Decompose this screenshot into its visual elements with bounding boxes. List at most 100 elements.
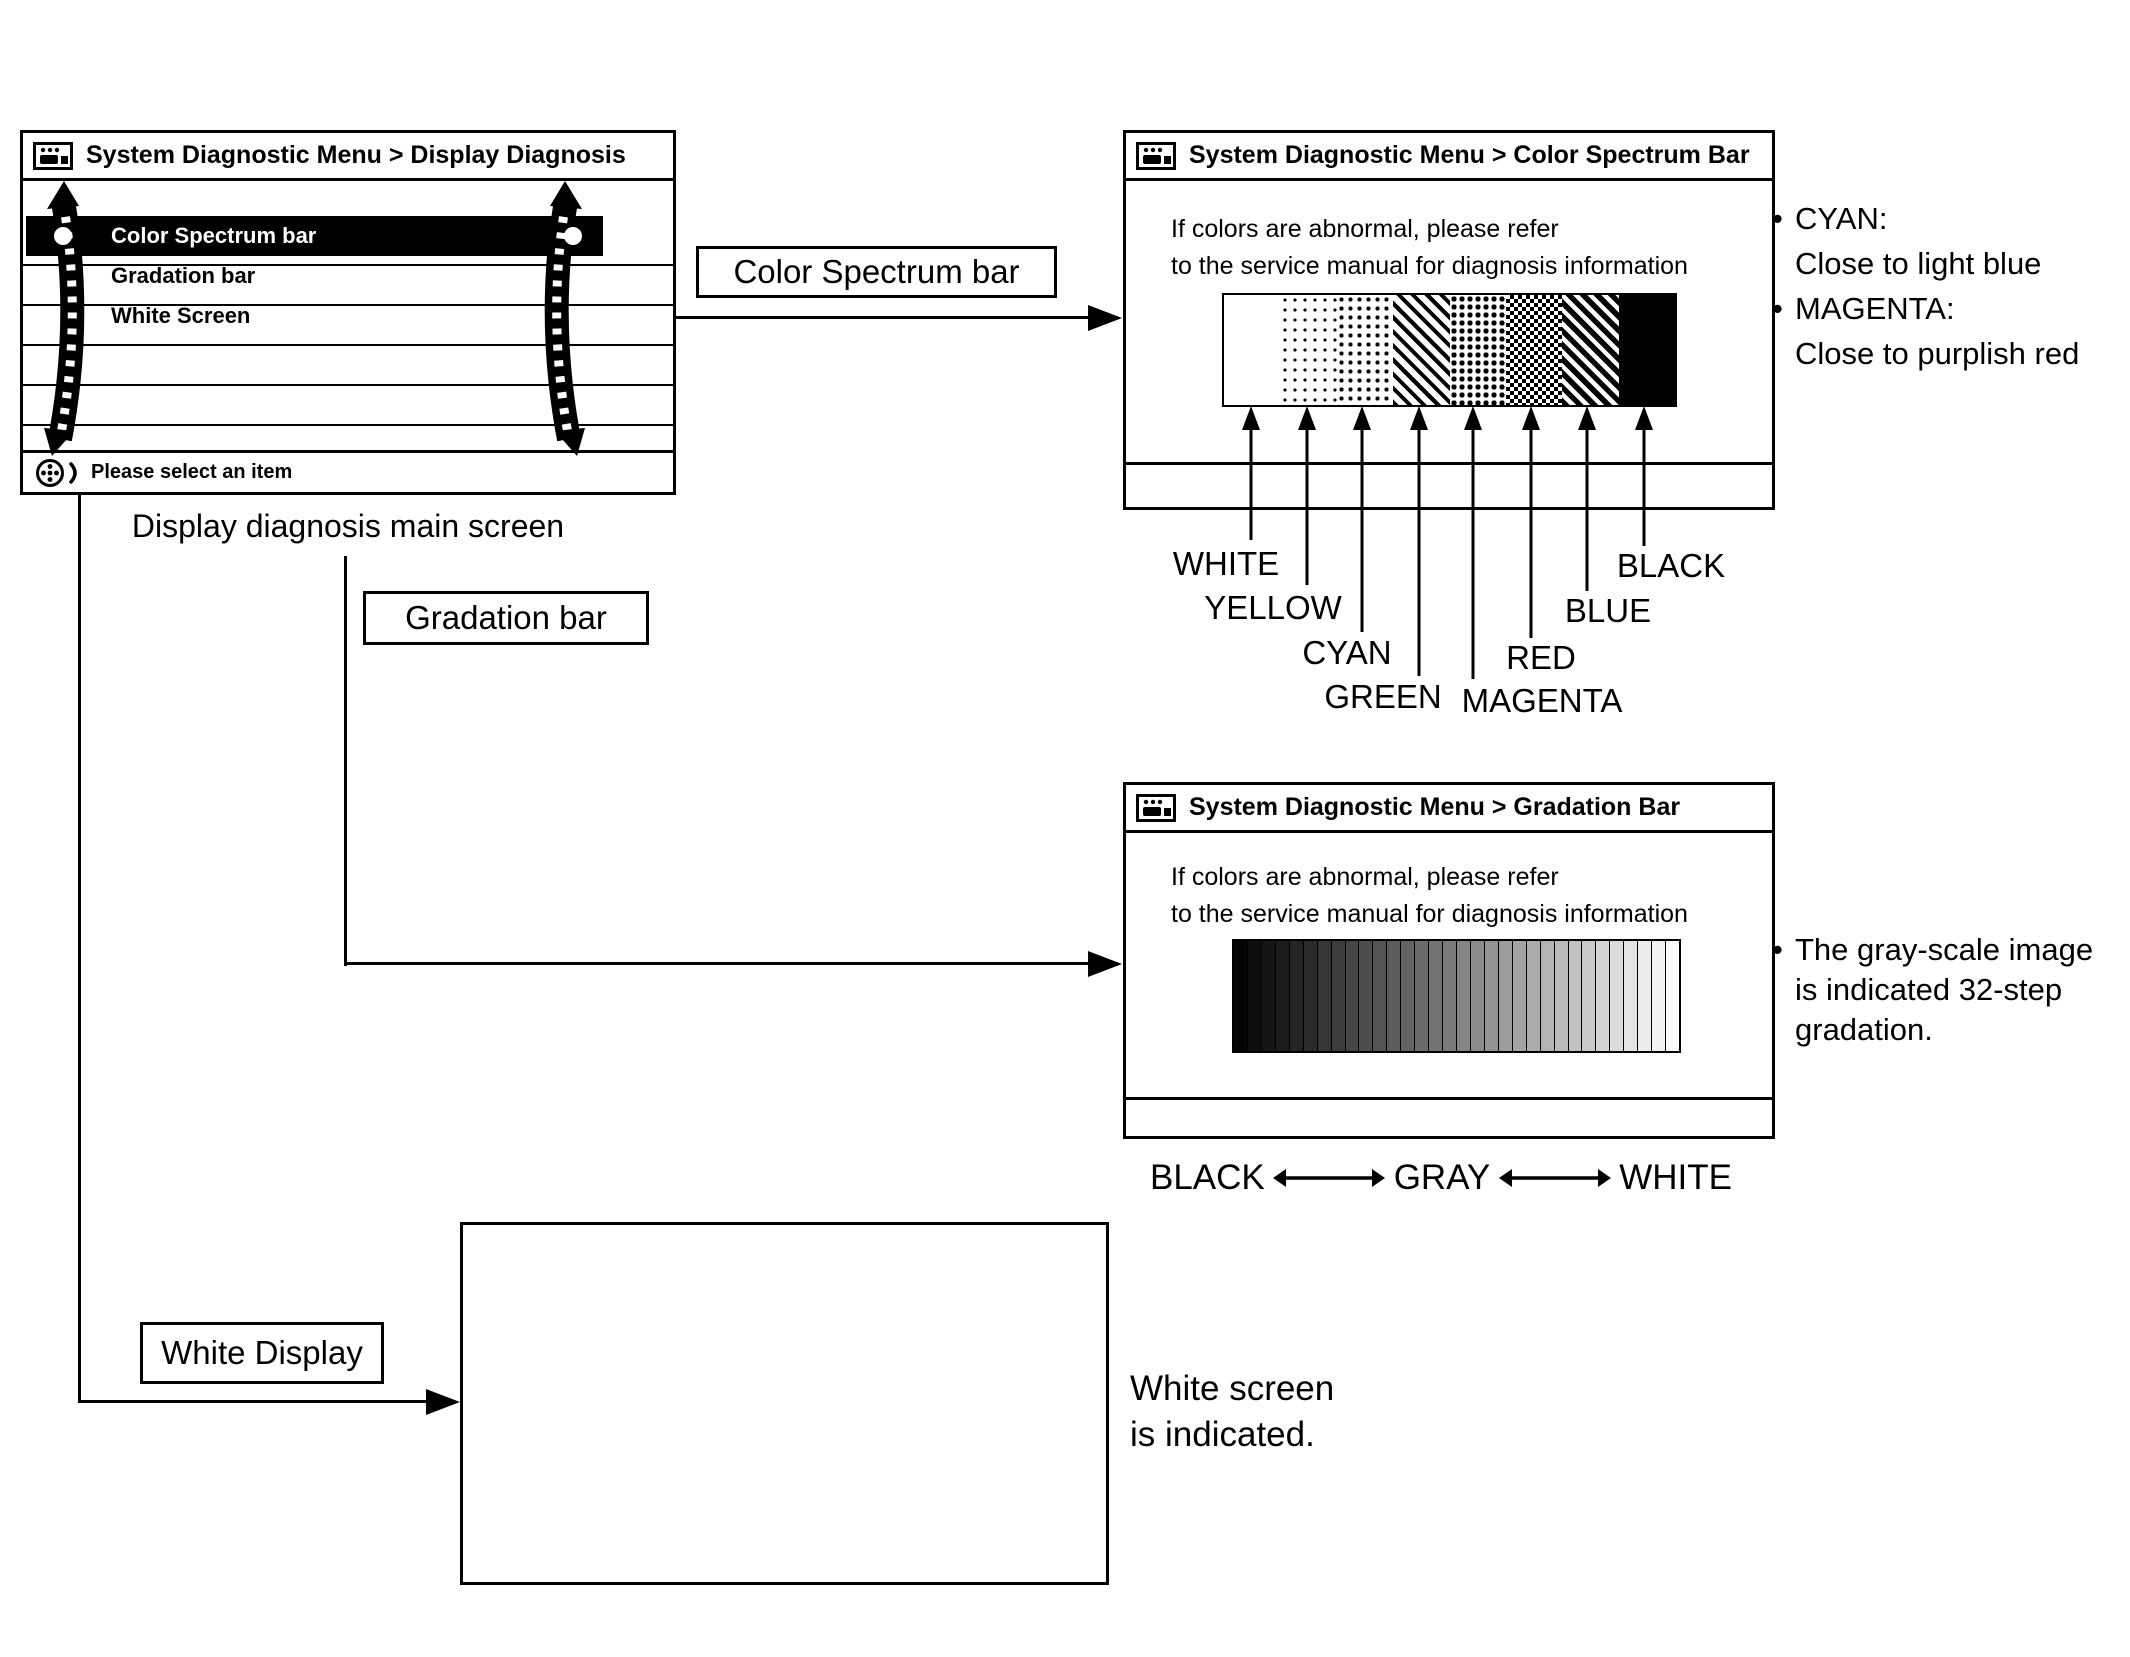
gradation-step	[1373, 941, 1388, 1051]
connector-line	[78, 1400, 426, 1403]
main-title-bar: System Diagnostic Menu > Display Diagnos…	[23, 133, 673, 181]
gradation-step	[1638, 941, 1653, 1051]
selection-dot-left	[54, 227, 72, 245]
flow-label-color-spectrum: Color Spectrum bar	[696, 246, 1057, 298]
gradation-step	[1554, 941, 1569, 1051]
gradation-step	[1512, 941, 1527, 1051]
diagnostic-screen-icon	[33, 141, 73, 170]
display-diagnosis-screen: System Diagnostic Menu > Display Diagnos…	[20, 130, 676, 495]
spectrum-title-bar: System Diagnostic Menu > Color Spectrum …	[1126, 133, 1772, 181]
spectrum-segment-cyan	[1336, 295, 1394, 405]
gradation-step	[1303, 941, 1318, 1051]
double-arrow-icon	[1498, 1169, 1611, 1187]
scroll-strip-right-icon	[544, 181, 585, 456]
gradation-step	[1289, 941, 1304, 1051]
main-title-text: System Diagnostic Menu > Display Diagnos…	[86, 141, 626, 169]
white-screen-display	[460, 1222, 1109, 1585]
caption-line: White screen	[1130, 1369, 1335, 1408]
gradation-step	[1401, 941, 1416, 1051]
connector-line	[676, 316, 1092, 319]
color-spectrum-screen: System Diagnostic Menu > Color Spectrum …	[1123, 130, 1775, 510]
bullet-icon: •	[1772, 291, 1783, 326]
main-screen-caption: Display diagnosis main screen	[131, 508, 565, 544]
gradation-step	[1498, 941, 1513, 1051]
caption-line: is indicated.	[1130, 1415, 1315, 1454]
note-magenta-desc: Close to purplish red	[1772, 331, 2079, 376]
note-line: is indicated 32-step	[1772, 970, 2093, 1010]
note-text: Close to light blue	[1795, 246, 2042, 281]
diagnostic-screen-icon	[1136, 141, 1176, 170]
segment-label-black: BLACK	[1616, 547, 1726, 584]
spectrum-segment-magenta	[1449, 295, 1506, 405]
flow-label-text: Color Spectrum bar	[733, 253, 1020, 290]
menu-item-white-screen[interactable]: White Screen	[111, 303, 251, 328]
segment-label-white: WHITE	[1172, 545, 1280, 582]
gradation-bar-screen: System Diagnostic Menu > Gradation Bar I…	[1123, 782, 1775, 1139]
gradation-step	[1429, 941, 1444, 1051]
gradation-step	[1317, 941, 1332, 1051]
note-text: Close to purplish red	[1795, 336, 2080, 371]
note-line: gradation.	[1772, 1010, 2093, 1050]
diagnostic-screen-icon	[1136, 793, 1176, 822]
gradation-step	[1457, 941, 1471, 1051]
segment-label-red: RED	[1506, 639, 1576, 676]
gradation-footer-strip	[1126, 1097, 1772, 1136]
status-text: Please select an item	[91, 461, 293, 483]
bullet-spacer	[1772, 970, 1795, 1010]
note-line: • The gray-scale image	[1772, 930, 2093, 970]
gradation-step	[1652, 941, 1667, 1051]
segment-pointer-arrows	[1242, 406, 1653, 679]
segment-label-green: GREEN	[1324, 678, 1442, 715]
row-divider	[23, 304, 673, 306]
connector-line	[78, 495, 81, 1403]
segment-label-yellow: YELLOW	[1204, 589, 1342, 626]
segment-label-magenta: MAGENTA	[1461, 682, 1623, 719]
note-text: is indicated 32-step	[1795, 972, 2063, 1007]
spectrum-segment-white	[1224, 295, 1281, 405]
gradation-step	[1610, 941, 1625, 1051]
scale-label-gray: GRAY	[1393, 1158, 1491, 1197]
color-spectrum-bar	[1222, 293, 1677, 407]
note-text: CYAN:	[1795, 201, 1888, 236]
message-line: to the service manual for diagnosis info…	[1171, 900, 1688, 928]
flow-label-text: Gradation bar	[405, 599, 607, 636]
spectrum-segment-blue	[1562, 295, 1619, 405]
gradation-step	[1359, 941, 1374, 1051]
menu-item-gradation-bar[interactable]: Gradation bar	[111, 263, 256, 288]
spectrum-segment-green	[1393, 295, 1450, 405]
note-magenta-term: • MAGENTA:	[1772, 286, 2079, 331]
gradation-step	[1568, 941, 1583, 1051]
note-text: MAGENTA:	[1795, 291, 1955, 326]
gradation-step	[1387, 941, 1402, 1051]
row-divider	[23, 384, 673, 386]
white-screen-caption: White screen is indicated.	[1130, 1366, 1334, 1458]
double-arrow-icon	[1273, 1169, 1386, 1187]
message-line: If colors are abnormal, please refer	[1171, 863, 1559, 891]
scale-label-black: BLACK	[1150, 1158, 1265, 1197]
flow-label-gradation: Gradation bar	[363, 591, 649, 645]
flow-arrowhead	[1088, 304, 1122, 331]
bullet-spacer	[1772, 331, 1795, 376]
spectrum-segment-yellow	[1280, 295, 1337, 405]
gradation-step	[1247, 941, 1262, 1051]
selection-highlight	[26, 216, 603, 256]
menu-item-color-spectrum-bar[interactable]: Color Spectrum bar	[111, 223, 317, 248]
gradation-step	[1331, 941, 1346, 1051]
spectrum-message: If colors are abnormal, please refer to …	[1171, 211, 1688, 285]
bullet-icon: •	[1772, 932, 1783, 967]
segment-label-blue: BLUE	[1564, 592, 1652, 629]
flow-arrowhead	[1088, 950, 1122, 977]
gradation-step	[1443, 941, 1457, 1051]
segment-label-cyan: CYAN	[1302, 634, 1392, 671]
note-cyan-term: • CYAN:	[1772, 196, 2079, 241]
gradation-title-bar: System Diagnostic Menu > Gradation Bar	[1126, 785, 1772, 833]
connector-line	[344, 556, 347, 966]
connector-line	[344, 962, 1088, 965]
gradation-step	[1666, 941, 1679, 1051]
selection-dot-right	[564, 227, 582, 245]
gradation-step	[1484, 941, 1499, 1051]
gradation-step	[1624, 941, 1639, 1051]
spectrum-title-text: System Diagnostic Menu > Color Spectrum …	[1189, 141, 1750, 169]
message-line: If colors are abnormal, please refer	[1171, 215, 1559, 243]
note-text: gradation.	[1795, 1012, 1933, 1047]
